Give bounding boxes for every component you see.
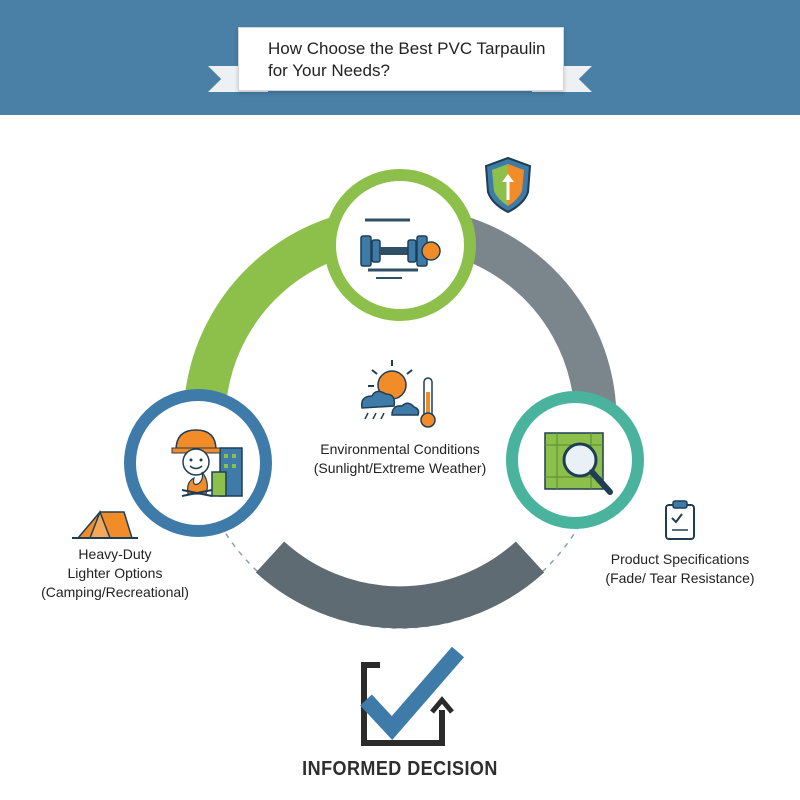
- heavy-line-3: (Camping/Recreational): [41, 584, 189, 600]
- informed-decision-label: INFORMED DECISION: [302, 758, 498, 780]
- label-heavy-duty: Heavy-Duty Lighter Options (Camping/Recr…: [20, 545, 210, 602]
- label-environmental-conditions: Environmental Conditions (Sunlight/Extre…: [290, 440, 510, 478]
- prod-line-2: (Fade/ Tear Resistance): [605, 570, 755, 586]
- tent-icon: [72, 509, 138, 539]
- label-product-specifications: Product Specifications (Fade/ Tear Resis…: [590, 550, 770, 588]
- prod-line-1: Product Specifications: [610, 551, 750, 567]
- page-title: How Choose the Best PVC Tarpaulin for Yo…: [268, 38, 548, 82]
- title-ribbon: [238, 27, 564, 91]
- heavy-line-1: Heavy-Duty: [78, 546, 152, 562]
- title-line-1: How Choose the Best PVC Tarpaulin: [268, 39, 546, 58]
- env-line-2: (Sunlight/Extreme Weather): [313, 460, 487, 476]
- checkbox-icon: [360, 646, 465, 746]
- clipboard-icon: [665, 500, 695, 540]
- node-top-circle: [324, 169, 476, 321]
- env-line-1: Environmental Conditions: [320, 441, 480, 457]
- dumbbell-icon: [360, 218, 441, 279]
- shield-icon: [484, 156, 532, 214]
- worker-icon: [171, 429, 243, 497]
- title-line-2: for Your Needs?: [268, 61, 390, 80]
- weather-icon: [360, 360, 436, 428]
- arc-gray-bottom: [255, 541, 545, 629]
- heavy-line-2: Lighter Options: [67, 565, 163, 581]
- magnifier-icon: [544, 432, 613, 495]
